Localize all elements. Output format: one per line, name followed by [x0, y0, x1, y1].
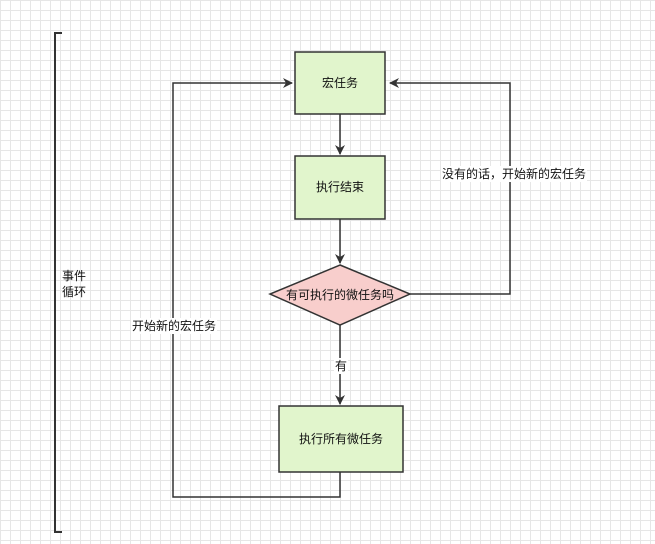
side-label-line1: 事件 [62, 269, 87, 283]
node-execute-end-label: 执行结束 [315, 180, 365, 194]
event-loop-bracket [54, 32, 62, 533]
edge-label-yes: 有 [334, 358, 349, 374]
edge-label-start-new-macro: 开始新的宏任务 [131, 318, 218, 334]
node-macro-task-label: 宏任务 [321, 76, 359, 90]
node-decision-shape [268, 264, 412, 326]
arrow-run-micro-to-macro [172, 78, 341, 498]
node-run-all-micro-label: 执行所有微任务 [298, 432, 384, 446]
node-decision-label: 有可执行的微任务吗 [285, 288, 395, 302]
arrow-decision-no-to-macro [389, 78, 511, 295]
node-run-all-micro-shape [278, 405, 404, 473]
node-macro-task-shape [294, 51, 386, 115]
side-label-line2: 循环 [62, 285, 87, 299]
edge-label-no-new-macro: 没有的话，开始新的宏任务 [441, 166, 588, 182]
node-execute-end-shape [294, 155, 386, 220]
